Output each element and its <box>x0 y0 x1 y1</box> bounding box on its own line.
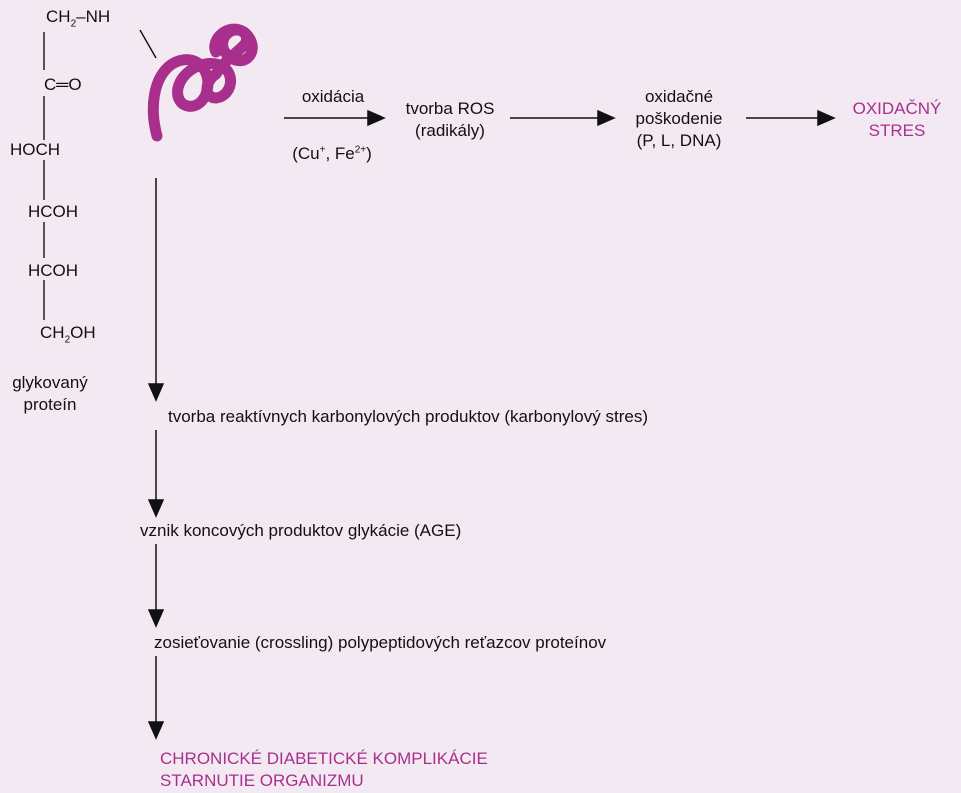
catalyst-superscript: + <box>319 144 326 156</box>
formula-text: OH <box>70 323 96 342</box>
catalyst-superscript: 2+ <box>354 144 367 156</box>
formula-text: CH <box>40 323 65 342</box>
catalyst-text: (Cu <box>292 144 320 163</box>
arrow-head <box>147 499 165 518</box>
protein-coil-icon <box>147 23 258 142</box>
arrow-head <box>147 383 165 402</box>
node-ros: tvorba ROS (radikály) <box>390 98 510 142</box>
structure-bonds <box>43 29 157 320</box>
node-ros-line: (radikály) <box>415 121 485 140</box>
formula-text: CH <box>46 7 71 26</box>
step-age-formation: vznik koncových produktov glykácie (AGE) <box>140 521 462 540</box>
formula-co: C═O <box>44 75 82 94</box>
arrow-head <box>367 109 386 127</box>
formula-subscript: 2 <box>64 334 71 346</box>
structure-caption: glykovaný proteín <box>0 372 100 416</box>
formula-text: –NH <box>76 7 111 26</box>
arrow-head <box>817 109 836 127</box>
node-damage-line: poškodenie <box>635 109 723 128</box>
oxidation-arrows <box>284 109 836 127</box>
final-outcome-line: CHRONICKÉ DIABETICKÉ KOMPLIKÁCIE <box>160 749 488 768</box>
catalyst-text: ) <box>366 144 372 163</box>
label-oxidation: oxidácia <box>301 87 365 106</box>
arrow-head <box>597 109 616 127</box>
label-catalysts: (Cu+, Fe2+) <box>272 143 392 165</box>
formula-hcoh-2: HCOH <box>28 261 79 280</box>
node-ros-line: tvorba ROS <box>405 99 495 118</box>
final-outcome-line: STARNUTIE ORGANIZMU <box>160 771 364 790</box>
step-carbonyl-products: tvorba reaktívnych karbonylových produkt… <box>168 407 648 426</box>
node-stress-line: OXIDAČNÝ <box>852 99 942 118</box>
caption-line: proteín <box>23 395 77 414</box>
step-crosslinking: zosieťovanie (crossling) polypeptidových… <box>154 633 607 652</box>
arrow-head <box>147 721 165 740</box>
catalyst-text: , Fe <box>325 144 355 163</box>
formula-ch2oh: CH2OH <box>40 322 96 346</box>
node-oxidative-damage: oxidačné poškodenie (P, L, DNA) <box>614 86 744 152</box>
main-arrows <box>147 178 165 740</box>
node-oxidative-stress: OXIDAČNÝ STRES <box>842 98 952 142</box>
formula-subscript: 2 <box>70 18 77 30</box>
protein-link-line <box>139 29 157 59</box>
node-stress-line: STRES <box>868 121 926 140</box>
node-damage-line: (P, L, DNA) <box>636 131 722 150</box>
final-outcome: CHRONICKÉ DIABETICKÉ KOMPLIKÁCIE STARNUT… <box>160 748 488 792</box>
arrow-head <box>147 609 165 628</box>
formula-hoch: HOCH <box>10 140 61 159</box>
formula-hcoh-1: HCOH <box>28 202 79 221</box>
node-damage-line: oxidačné <box>644 87 714 106</box>
caption-line: glykovaný <box>12 373 88 392</box>
formula-ch2nh: CH2–NH <box>46 6 111 30</box>
